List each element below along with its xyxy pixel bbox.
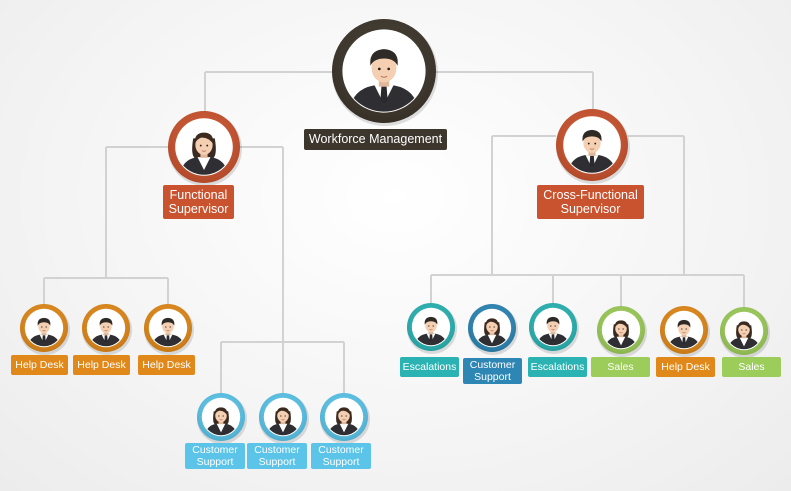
person-avatar-icon <box>597 306 647 357</box>
escalations-label: Escalations <box>400 357 459 377</box>
sales-label: Sales <box>722 357 781 377</box>
customer-support-label: Customer Support <box>463 358 522 384</box>
person-avatar-icon <box>720 307 770 358</box>
person-avatar-icon <box>259 393 309 444</box>
person-avatar-icon <box>168 111 242 186</box>
avatars-layer <box>20 19 770 444</box>
help-desk-label: Help Desk <box>138 355 195 375</box>
person-avatar-icon <box>197 393 247 444</box>
workforce-management-label: Workforce Management <box>304 129 447 150</box>
person-avatar-icon <box>556 109 630 184</box>
customer-support-label: Customer Support <box>247 443 307 469</box>
customer-support-label: Customer Support <box>185 443 245 469</box>
person-avatar-icon <box>660 306 710 357</box>
person-avatar-icon <box>529 303 579 354</box>
person-avatar-icon <box>320 393 370 444</box>
customer-support-label: Customer Support <box>311 443 371 469</box>
cross-functional-supervisor-label: Cross-Functional Supervisor <box>537 185 644 219</box>
person-avatar-icon <box>468 304 518 355</box>
person-avatar-icon <box>20 304 70 355</box>
help-desk-label: Help Desk <box>73 355 130 375</box>
functional-supervisor-label: Functional Supervisor <box>163 185 234 219</box>
sales-label: Sales <box>591 357 650 377</box>
person-avatar-icon <box>332 19 438 126</box>
person-avatar-icon <box>407 303 457 354</box>
person-avatar-icon <box>82 304 132 355</box>
person-avatar-icon <box>144 304 194 355</box>
help-desk-label: Help Desk <box>11 355 68 375</box>
help-desk-label: Help Desk <box>656 357 715 377</box>
connector-lines <box>43 71 745 396</box>
escalations-label: Escalations <box>528 357 587 377</box>
